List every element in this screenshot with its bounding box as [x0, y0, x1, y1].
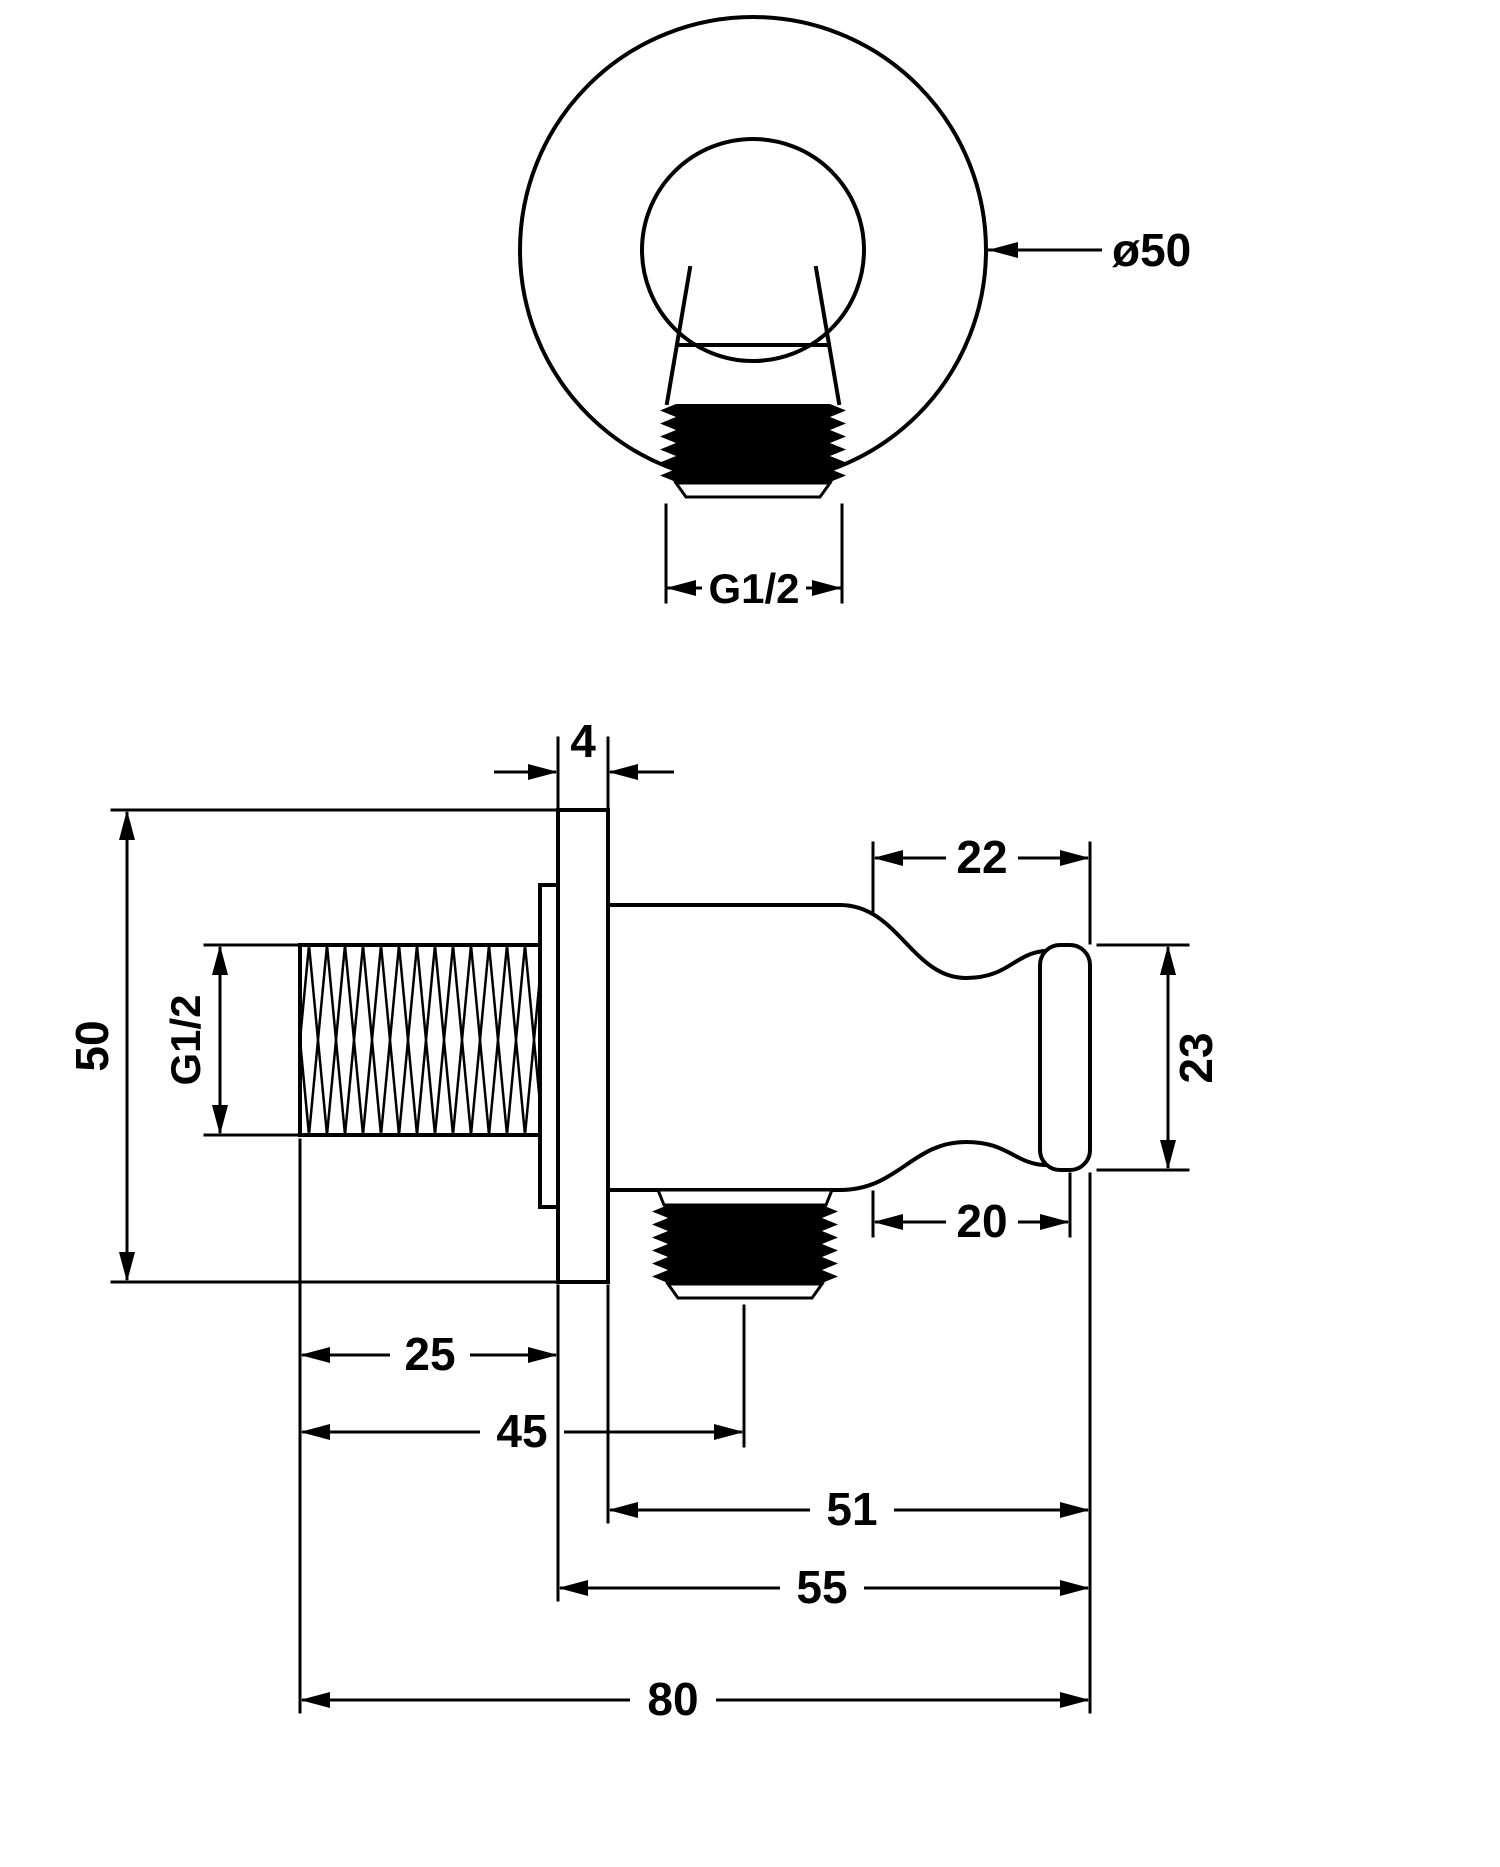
outlet-collar-side [655, 1188, 835, 1207]
arrow-45-right [714, 1424, 744, 1440]
outlet-thread-tip-front [673, 481, 833, 499]
arrow-20-right [1040, 1214, 1070, 1230]
arrow-50-bottom [119, 1252, 135, 1282]
arrow-51-left [608, 1502, 638, 1518]
escutcheon-inner-circle [640, 137, 866, 363]
outlet-thread-front [660, 404, 846, 482]
arrow-g12-top [212, 945, 228, 975]
arrow-22-right [1060, 850, 1090, 866]
arrow-g12-bottom [212, 1105, 228, 1135]
arrow-25-right [528, 1347, 558, 1363]
arrow-thread-left [666, 580, 696, 596]
arrow-25-left [300, 1347, 330, 1363]
arrow-80-right [1060, 1692, 1090, 1708]
back-collar [538, 883, 560, 1209]
arrow-45-left [300, 1424, 330, 1440]
dim-label-plate-thickness: 4 [570, 715, 596, 767]
dim-label-holder-top: 22 [956, 831, 1007, 883]
arrow-50-top [119, 810, 135, 840]
dim-label-holder-end-height: 23 [1170, 1032, 1222, 1083]
arrow-20-left [873, 1214, 903, 1230]
arrow-23-top [1160, 945, 1176, 975]
side-view: 4 50 G1/2 22 23 [66, 715, 1222, 1725]
wall-plate [556, 808, 610, 1284]
dim-label-inlet-thread: G1/2 [162, 994, 209, 1085]
dim-label-body-length: 51 [826, 1483, 877, 1535]
outlet-thread-tip-side [665, 1282, 825, 1300]
dim-label-total-length: 80 [647, 1673, 698, 1725]
arrow-23-bottom [1160, 1140, 1176, 1170]
dim-label-inlet-length: 25 [404, 1328, 455, 1380]
arrow-diameter [988, 242, 1018, 258]
front-view: ø50 G1/2 [518, 15, 1191, 612]
dim-label-from-wall: 55 [796, 1561, 847, 1613]
arrow-55-right [1060, 1580, 1090, 1596]
arrow-thread-right [812, 580, 842, 596]
spout-right-edge [813, 265, 842, 406]
arrow-51-right [1060, 1502, 1090, 1518]
dim-label-outlet-axis: 45 [496, 1405, 547, 1457]
dim-label-plate-height: 50 [66, 1020, 118, 1071]
inlet-pipe-thread [298, 943, 542, 1137]
dim-label-thread-front: G1/2 [708, 565, 799, 612]
body-bottom-profile [606, 1139, 1047, 1192]
arrow-22-left [873, 850, 903, 866]
body-top-profile [606, 903, 1047, 981]
spout-left-edge [664, 265, 693, 406]
arrow-55-left [558, 1580, 588, 1596]
holder-cup-end [1038, 943, 1092, 1172]
outlet-thread-side [652, 1205, 838, 1283]
arrow-80-left [300, 1692, 330, 1708]
dim-label-holder-bottom: 20 [956, 1195, 1007, 1247]
arrow-4-right [608, 764, 638, 780]
dim-label-diameter: ø50 [1112, 224, 1191, 276]
arrow-4-left [528, 764, 558, 780]
